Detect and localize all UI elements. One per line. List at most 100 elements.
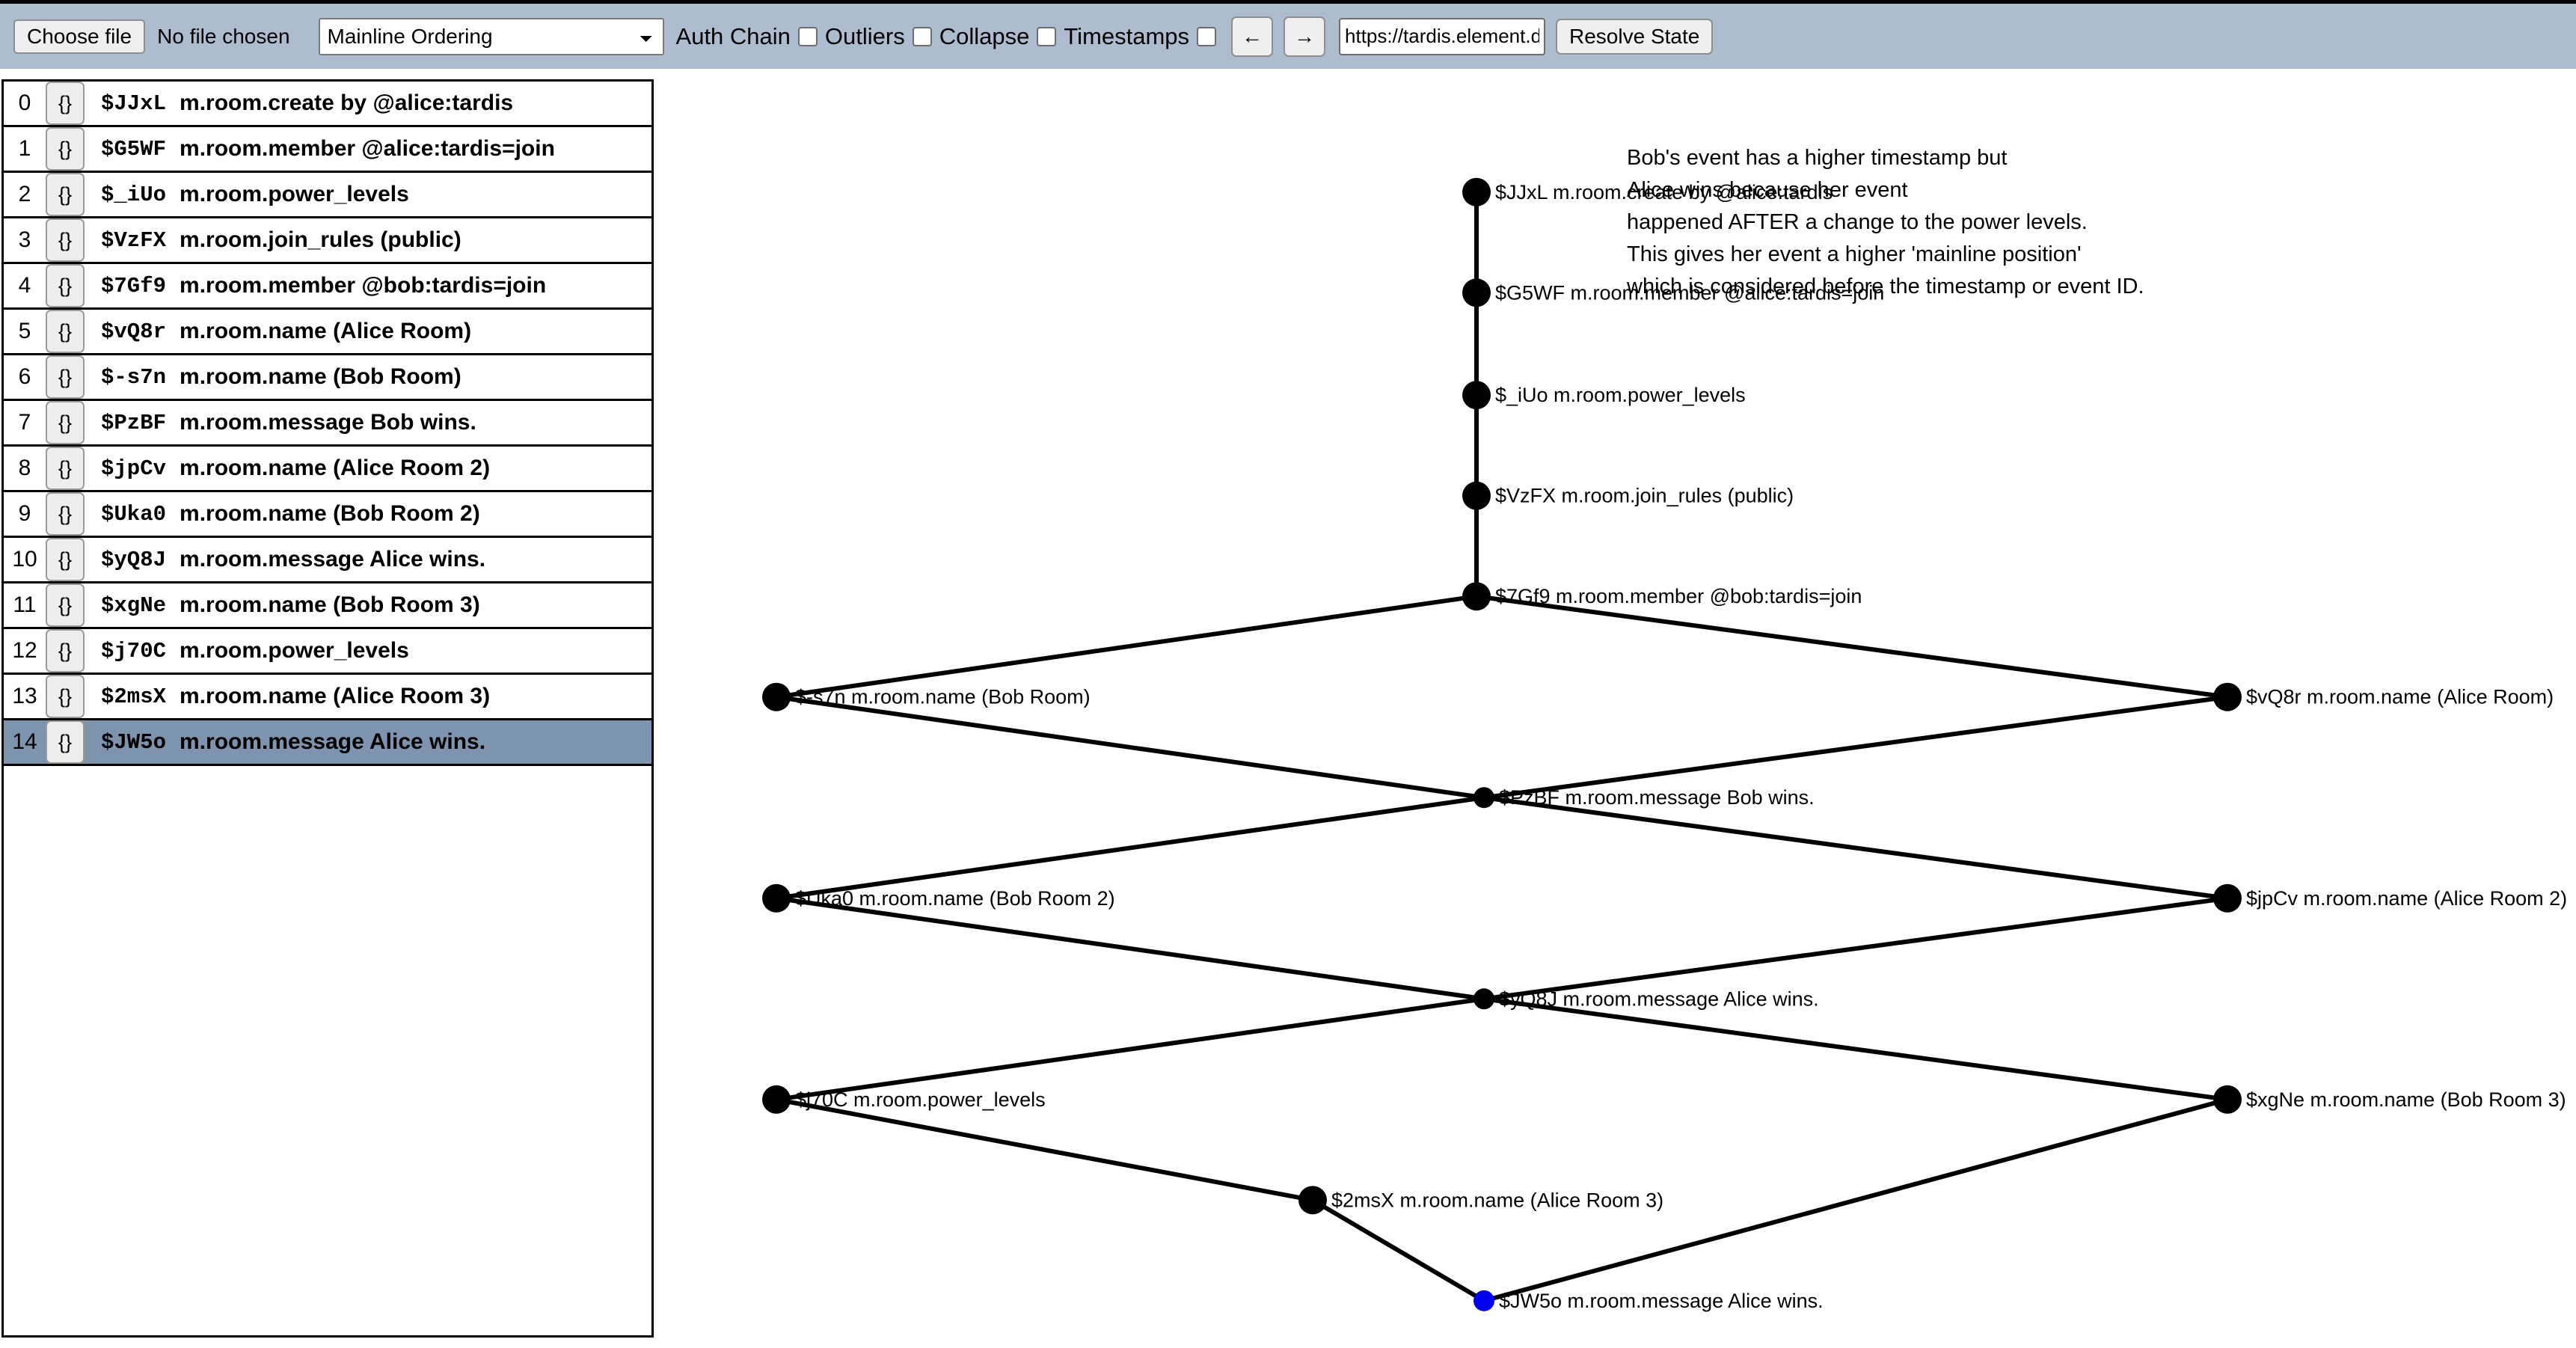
json-braces-icon[interactable]: {} <box>46 82 85 125</box>
graph-node[interactable] <box>1473 988 1494 1010</box>
event-dag-graph[interactable]: $JJxL m.room.create by @alice:tardis$G5W… <box>658 75 2576 1347</box>
json-braces-icon[interactable]: {} <box>46 447 85 490</box>
event-row-description: m.room.join_rules (public) <box>180 227 461 252</box>
event-row-id: $j70C <box>101 638 167 664</box>
event-row-description: m.room.power_levels <box>180 182 409 206</box>
json-braces-icon[interactable]: {} <box>46 310 85 353</box>
graph-node[interactable] <box>762 1085 791 1114</box>
json-braces-icon[interactable]: {} <box>46 127 85 171</box>
event-row-description: m.room.name (Bob Room 3) <box>180 592 480 617</box>
event-row-description: m.room.name (Alice Room) <box>180 319 472 343</box>
graph-node[interactable] <box>1473 787 1494 809</box>
graph-node-label: $G5WF m.room.member @alice:tardis=join <box>1495 281 1884 304</box>
graph-edge <box>1483 1097 2228 1303</box>
event-row-index: 1 <box>18 136 31 161</box>
event-row-description: m.room.member @alice:tardis=join <box>180 136 555 161</box>
json-braces-icon[interactable]: {} <box>46 538 85 581</box>
event-row-index: 8 <box>18 456 31 480</box>
event-row-description: m.room.message Bob wins. <box>180 410 476 435</box>
graph-node[interactable] <box>762 682 791 711</box>
event-row-id: $Uka0 <box>101 501 167 527</box>
forward-arrow-icon[interactable]: → <box>1284 16 1326 57</box>
event-row-id: $jpCv <box>101 456 167 481</box>
graph-canvas[interactable]: $JJxL m.room.create by @alice:tardis$G5W… <box>658 75 2576 1347</box>
outliers-checkbox[interactable] <box>912 26 932 46</box>
graph-node[interactable] <box>2213 883 2242 913</box>
event-list-row[interactable]: 10 {} $yQ8J m.room.message Alice wins. <box>4 538 651 583</box>
event-row-id: $JJxL <box>101 91 167 116</box>
json-braces-icon[interactable]: {} <box>46 264 85 307</box>
graph-edge <box>1311 1198 1485 1303</box>
graph-node[interactable] <box>1462 481 1491 510</box>
json-braces-icon[interactable]: {} <box>46 720 85 764</box>
timestamps-checkbox[interactable] <box>1197 26 1217 46</box>
event-row-description: m.room.create by @alice:tardis <box>180 91 514 115</box>
graph-node-label: $jpCv m.room.name (Alice Room 2) <box>2246 887 2567 910</box>
graph-node[interactable] <box>1473 1290 1494 1311</box>
json-braces-icon[interactable]: {} <box>46 401 85 444</box>
event-row-id: $xgNe <box>101 592 167 618</box>
annotation-note: Bob's event has a higher timestamp butAl… <box>1626 146 2144 298</box>
graph-node[interactable] <box>1462 381 1491 410</box>
auth-chain-label: Auth Chain <box>675 22 791 49</box>
graph-node[interactable] <box>2213 682 2242 711</box>
timestamps-label: Timestamps <box>1064 22 1190 49</box>
event-row-id: $7Gf9 <box>101 273 167 298</box>
event-row-id: $vQ8r <box>101 319 167 344</box>
event-row-id: $2msX <box>101 684 167 709</box>
graph-node-label: $yQ8J m.room.message Alice wins. <box>1499 987 1819 1010</box>
json-braces-icon[interactable]: {} <box>46 492 85 536</box>
event-row-description: m.room.name (Alice Room 2) <box>180 456 491 480</box>
graph-node[interactable] <box>1462 278 1491 307</box>
server-url-input[interactable] <box>1339 17 1546 55</box>
graph-edges <box>776 192 2228 1303</box>
graph-node-label: $_iUo m.room.power_levels <box>1495 384 1746 406</box>
auth-chain-checkbox[interactable] <box>797 26 818 46</box>
graph-edge <box>776 694 1485 800</box>
json-braces-icon[interactable]: {} <box>46 218 85 262</box>
json-braces-icon[interactable]: {} <box>46 675 85 718</box>
graph-node-label: $j70C m.room.power_levels <box>795 1088 1046 1111</box>
graph-edge <box>1483 895 2228 1002</box>
json-braces-icon[interactable]: {} <box>46 355 85 399</box>
graph-edge <box>776 895 1485 1002</box>
choose-file-button[interactable]: Choose file <box>13 19 146 54</box>
event-row-description: m.room.message Alice wins. <box>180 547 486 572</box>
json-braces-icon[interactable]: {} <box>46 173 85 216</box>
event-row-id: $_iUo <box>101 182 167 207</box>
graph-node[interactable] <box>1462 177 1491 206</box>
annotation-line: happened AFTER a change to the power lev… <box>1627 210 2088 234</box>
event-row-index: 10 <box>12 547 37 572</box>
back-arrow-icon[interactable]: ← <box>1231 16 1274 57</box>
event-row-index: 13 <box>12 684 37 708</box>
graph-node[interactable] <box>762 883 791 913</box>
graph-node[interactable] <box>2213 1085 2242 1114</box>
event-list-row[interactable]: 8 {} $jpCv m.room.name (Alice Room 2) <box>4 447 651 492</box>
graph-node[interactable] <box>1462 582 1491 611</box>
resolve-state-button[interactable]: Resolve State <box>1556 18 1714 55</box>
event-row-id: $yQ8J <box>101 547 167 572</box>
graph-nodes[interactable]: $JJxL m.room.create by @alice:tardis$G5W… <box>762 177 2567 1312</box>
graph-edge <box>1483 795 2228 901</box>
ordering-select[interactable]: Mainline Ordering <box>318 17 664 55</box>
annotation-line: which is considered before the timestamp… <box>1626 275 2144 298</box>
graph-node[interactable] <box>1298 1186 1327 1215</box>
collapse-label: Collapse <box>939 22 1030 49</box>
event-row-id: $PzBF <box>101 410 167 435</box>
json-braces-icon[interactable]: {} <box>46 583 85 627</box>
json-braces-icon[interactable]: {} <box>46 629 85 673</box>
collapse-checkbox[interactable] <box>1037 26 1057 46</box>
